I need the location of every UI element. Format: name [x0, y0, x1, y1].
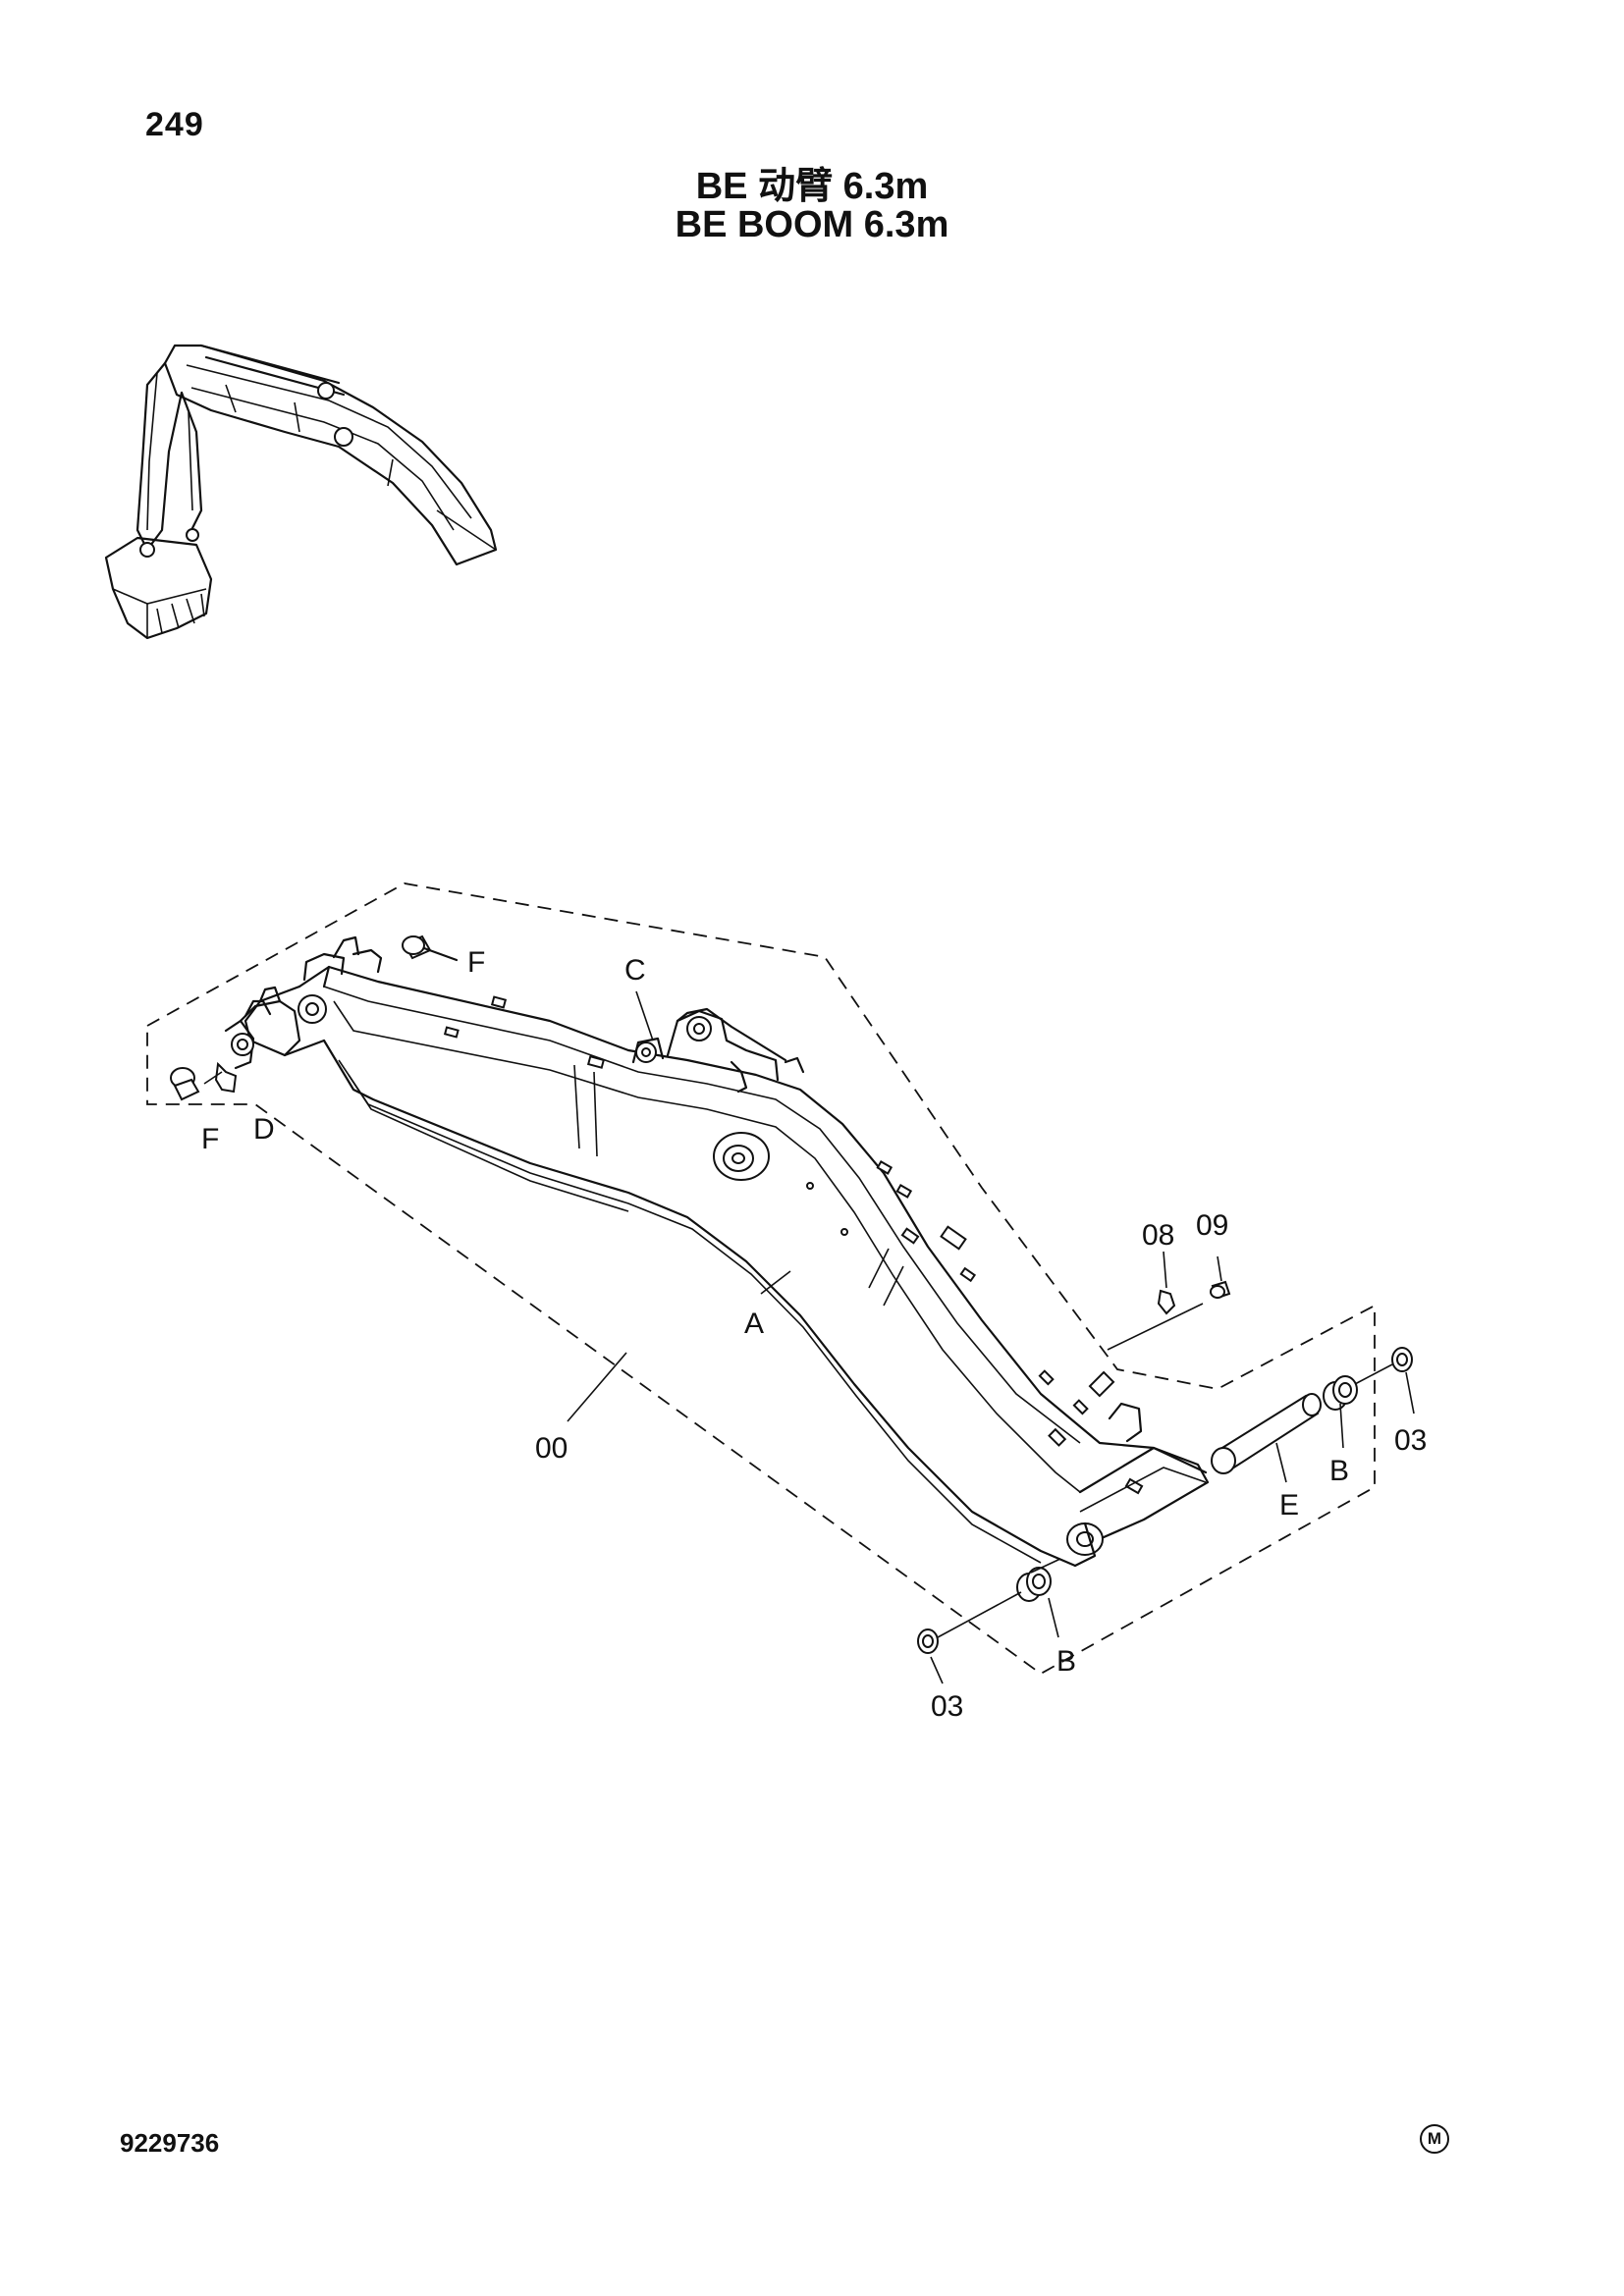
callout-f-left: F	[201, 1123, 219, 1155]
leader-c	[635, 990, 654, 1041]
callout-a: A	[744, 1308, 764, 1340]
diagram-title-english: BE BOOM 6.3m	[675, 204, 949, 245]
document-number: 9229736	[120, 2128, 220, 2158]
locator-illustration	[104, 344, 498, 640]
callout-03-right: 03	[1394, 1424, 1427, 1457]
leader-a	[760, 1270, 791, 1295]
leader-00	[567, 1352, 627, 1422]
assembly-boundary	[146, 882, 1376, 1676]
callout-d: D	[253, 1113, 275, 1146]
callout-c: C	[624, 954, 646, 987]
callout-f-top: F	[467, 946, 485, 979]
callout-b-bottom: B	[1056, 1645, 1076, 1678]
loose-parts	[170, 934, 1415, 1684]
callout-03-bottom: 03	[931, 1690, 963, 1723]
diagram-title-chinese: BE 动臂 6.3m	[695, 166, 929, 207]
page-number: 249	[145, 106, 204, 143]
callout-e: E	[1279, 1489, 1299, 1522]
callout-b-right: B	[1329, 1455, 1349, 1487]
boom-weldment	[224, 935, 1210, 1568]
manufacturer-mark: M	[1420, 2124, 1449, 2154]
callout-assembly-00: 00	[535, 1432, 568, 1465]
callout-09: 09	[1196, 1209, 1228, 1242]
callout-08: 08	[1142, 1219, 1174, 1252]
